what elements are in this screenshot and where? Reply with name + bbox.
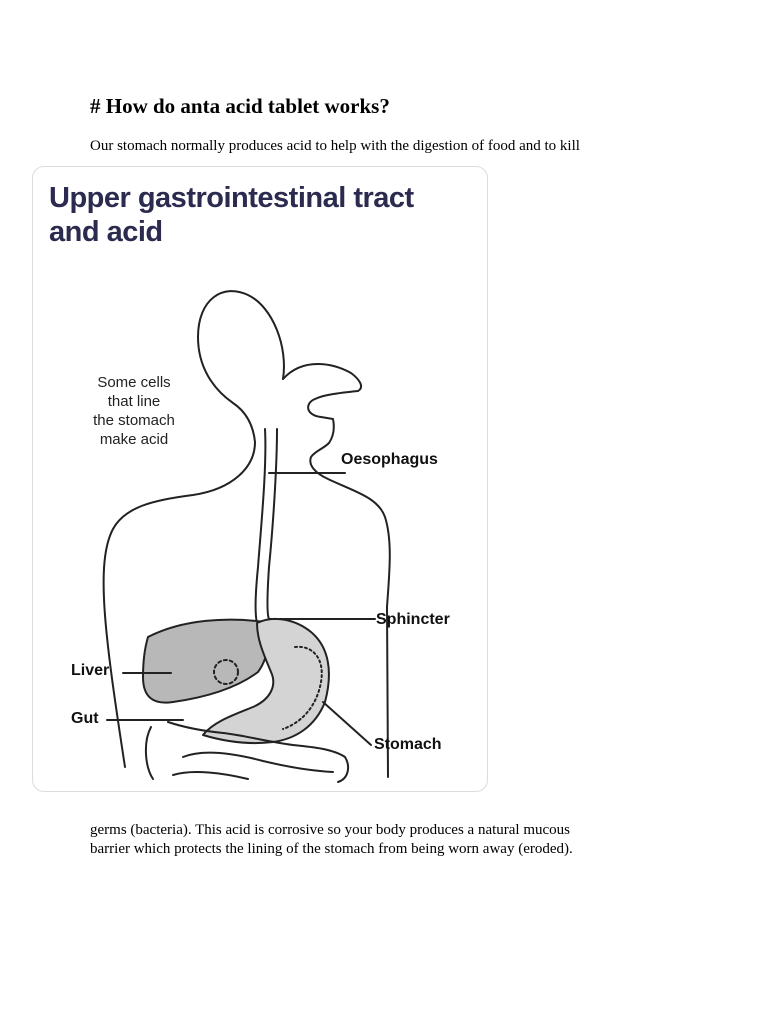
label-liver: Liver (71, 662, 110, 679)
paragraph-continued: germs (bacteria). This acid is corrosive… (90, 821, 690, 859)
oesophagus-outline (254, 428, 267, 624)
figure-title-line-2: and acid (49, 216, 163, 248)
anatomy-illustration (102, 290, 391, 783)
figure-title: Upper gastrointestinal tract and acid (49, 181, 414, 249)
paragraph-intro: Our stomach normally produces acid to he… (90, 138, 580, 154)
note-line: that line (107, 393, 161, 410)
figure-title-line-1: Upper gastrointestinal tract (49, 182, 414, 214)
page-heading: # How do anta acid tablet works? (90, 94, 390, 118)
note-line: make acid (99, 431, 169, 448)
note-line: Some cells (97, 374, 171, 391)
paragraph-line: germs (bacteria). This acid is corrosive… (90, 822, 570, 838)
paragraph-line: barrier which protects the lining of the… (90, 841, 573, 857)
label-sphincter: Sphincter (376, 611, 450, 628)
acid-cells-note: Some cells that line the stomach make ac… (83, 373, 185, 449)
label-stomach: Stomach (374, 736, 442, 753)
anatomy-figure: Upper gastrointestinal tract and acid So… (32, 166, 488, 792)
stomach-shape (202, 617, 330, 745)
body-outline (282, 363, 391, 778)
head-outline (102, 290, 285, 768)
liver-shape (142, 618, 270, 704)
note-line: the stomach (93, 412, 175, 429)
label-oesophagus: Oesophagus (341, 451, 438, 468)
gut-shape (145, 726, 154, 780)
label-gut: Gut (71, 710, 99, 727)
